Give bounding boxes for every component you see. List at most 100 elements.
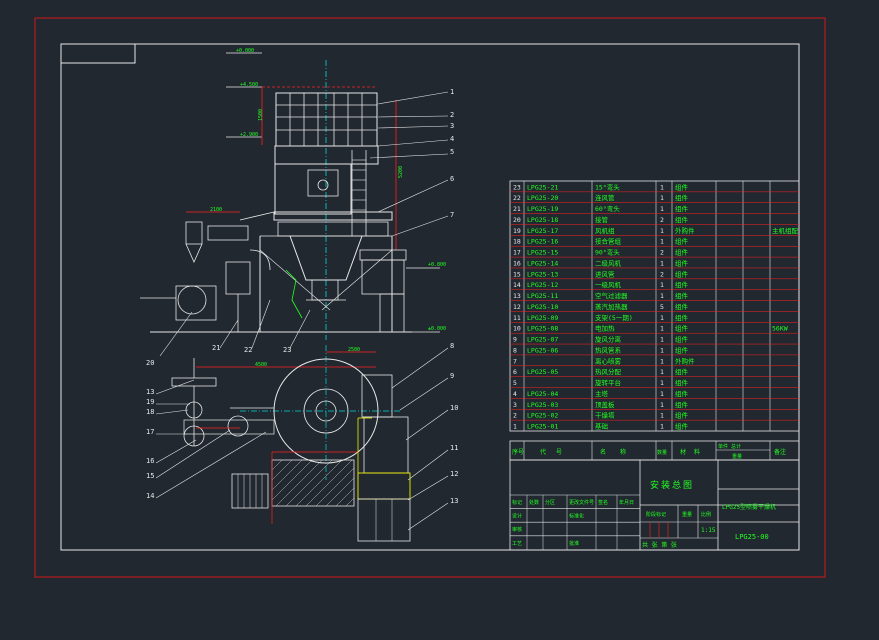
- parts-cell-qty: 1: [660, 390, 664, 398]
- corner-code-box: [60, 43, 136, 64]
- parts-cell-qty: 1: [660, 336, 664, 344]
- parts-cell-qty: 1: [660, 423, 664, 431]
- callouts-bottom: 20 21 22 23: [146, 299, 311, 367]
- parts-cell-material: 组件: [675, 367, 689, 376]
- revision-cell: 审核: [512, 526, 522, 533]
- parts-cell-no: 9: [513, 336, 517, 344]
- parts-cell-name: 基础: [595, 422, 609, 431]
- parts-cell-code: LPG25-18: [527, 216, 558, 224]
- parts-cell-code: LPG25-06: [527, 346, 558, 354]
- title-block: 安装总图 LPG25型喷雾干燥机 LPG25-00 阶段标记 重量 比例 1:1…: [509, 459, 800, 551]
- parts-cell-material: 组件: [675, 269, 689, 278]
- callout-plan-17: 17: [146, 428, 154, 436]
- parts-cell-code: LPG25-12: [527, 281, 558, 289]
- parts-cell-qty: 1: [660, 314, 664, 322]
- parts-cell-name: 顶盖板: [595, 400, 615, 409]
- parts-cell-code: LPG25-02: [527, 412, 558, 420]
- parts-cell-code: LPG25-07: [527, 336, 558, 344]
- parts-cell-material: 组件: [675, 280, 689, 289]
- drawing-number: LPG25-00: [735, 533, 769, 541]
- parts-cell-material: 组件: [675, 378, 689, 387]
- parts-cell-no: 14: [513, 281, 521, 289]
- parts-cell-name: 主塔: [595, 389, 609, 398]
- callout-23: 23: [283, 346, 291, 354]
- parts-cell-code: LPG25-20: [527, 194, 558, 202]
- parts-cell-qty: 1: [660, 412, 664, 420]
- callout-plan-18: 18: [146, 408, 154, 416]
- callout-1: 1: [450, 88, 454, 96]
- width-1-dim: 2100: [210, 207, 222, 213]
- parts-cell-code: LPG25-01: [527, 423, 558, 431]
- parts-cell-code: LPG25-16: [527, 238, 558, 246]
- parts-cell-qty: 1: [660, 379, 664, 387]
- parts-cell-name: 风机组: [595, 226, 615, 235]
- height-1-dim: 1500: [258, 109, 264, 121]
- callout-5: 5: [450, 148, 454, 156]
- scale-value: 1:15: [701, 527, 716, 534]
- parts-cell-no: 4: [513, 390, 517, 398]
- parts-cell-no: 2: [513, 412, 517, 420]
- parts-cell-material: 组件: [675, 302, 689, 311]
- parts-cell-qty: 1: [660, 368, 664, 376]
- parts-cell-material: 外购件: [675, 356, 695, 365]
- parts-cell-name: 电加热: [595, 324, 615, 333]
- parts-cell-qty: 1: [660, 227, 664, 235]
- callout-plan-15: 15: [146, 472, 154, 480]
- scale-label: 比例: [701, 511, 711, 518]
- parts-cell-no: 5: [513, 379, 517, 387]
- parts-cell-qty: 5: [660, 303, 664, 311]
- revision-cell: 标准化: [569, 513, 584, 520]
- callout-7: 7: [450, 211, 454, 219]
- revision-cell: 设计: [512, 513, 522, 520]
- callout-22: 22: [244, 346, 252, 354]
- callouts-plan-right: 8 9 10 11 12 13: [391, 342, 458, 531]
- parts-cell-qty: 2: [660, 249, 664, 257]
- callout-plan-14: 14: [146, 492, 154, 500]
- sheet-text: 共 张 第 张: [642, 541, 677, 549]
- parts-cell-qty: 1: [660, 357, 664, 365]
- parts-cell-code: LPG25-15: [527, 249, 558, 257]
- revision-cell: 更改文件号: [569, 499, 594, 506]
- elevation-view: +0.000 +4.500 +2.900 1500 5200: [140, 48, 446, 340]
- callout-plan-13b: 13: [450, 497, 458, 505]
- parts-cell-qty: 1: [660, 325, 664, 333]
- parts-cell-material: 组件: [675, 389, 689, 398]
- parts-cell-name: 空气过滤器: [595, 291, 628, 300]
- parts-cell-qty: 1: [660, 205, 664, 213]
- callout-3: 3: [450, 122, 454, 130]
- parts-cell-name: 60°弯头: [595, 204, 620, 213]
- revision-cell: 工艺: [512, 541, 522, 547]
- parts-cell-code: LPG25-11: [527, 292, 558, 300]
- header-material: 材料: [680, 448, 708, 456]
- parts-cell-code: LPG25-08: [527, 325, 558, 333]
- stage-label: 阶段标记: [646, 511, 666, 518]
- parts-cell-code: LPG25-09: [527, 314, 558, 322]
- parts-cell-material: 组件: [675, 324, 689, 333]
- parts-cell-name: 热风管系: [595, 345, 622, 354]
- parts-cell-note: 主机组配: [772, 226, 799, 235]
- height-2-dim: 5200: [398, 166, 404, 178]
- parts-cell-no: 16: [513, 259, 521, 267]
- parts-cell-qty: 1: [660, 194, 664, 202]
- callout-20: 20: [146, 359, 154, 367]
- parts-cell-code: LPG25-10: [527, 303, 558, 311]
- callout-21: 21: [212, 344, 220, 352]
- elev-2-label: +2.900: [240, 132, 258, 138]
- parts-cell-material: 组件: [675, 345, 689, 354]
- parts-cell-no: 18: [513, 238, 521, 246]
- width-3-dim: 2500: [348, 347, 360, 353]
- parts-cell-material: 组件: [675, 248, 689, 257]
- parts-cell-code: LPG25-04: [527, 390, 558, 398]
- header-weight: 单件 总计: [718, 443, 741, 450]
- parts-cell-material: 组件: [675, 291, 689, 300]
- callout-plan-10: 10: [450, 404, 458, 412]
- parts-cell-name: 旋风分离: [595, 335, 622, 344]
- callout-plan-19: 19: [146, 398, 154, 406]
- revision-cell: 批准: [569, 540, 579, 547]
- parts-cell-no: 11: [513, 314, 521, 322]
- parts-cell-code: LPG25-05: [527, 368, 558, 376]
- callout-plan-11: 11: [450, 444, 458, 452]
- parts-cell-name: 干燥塔: [595, 411, 615, 420]
- drawing-frame: [60, 43, 800, 551]
